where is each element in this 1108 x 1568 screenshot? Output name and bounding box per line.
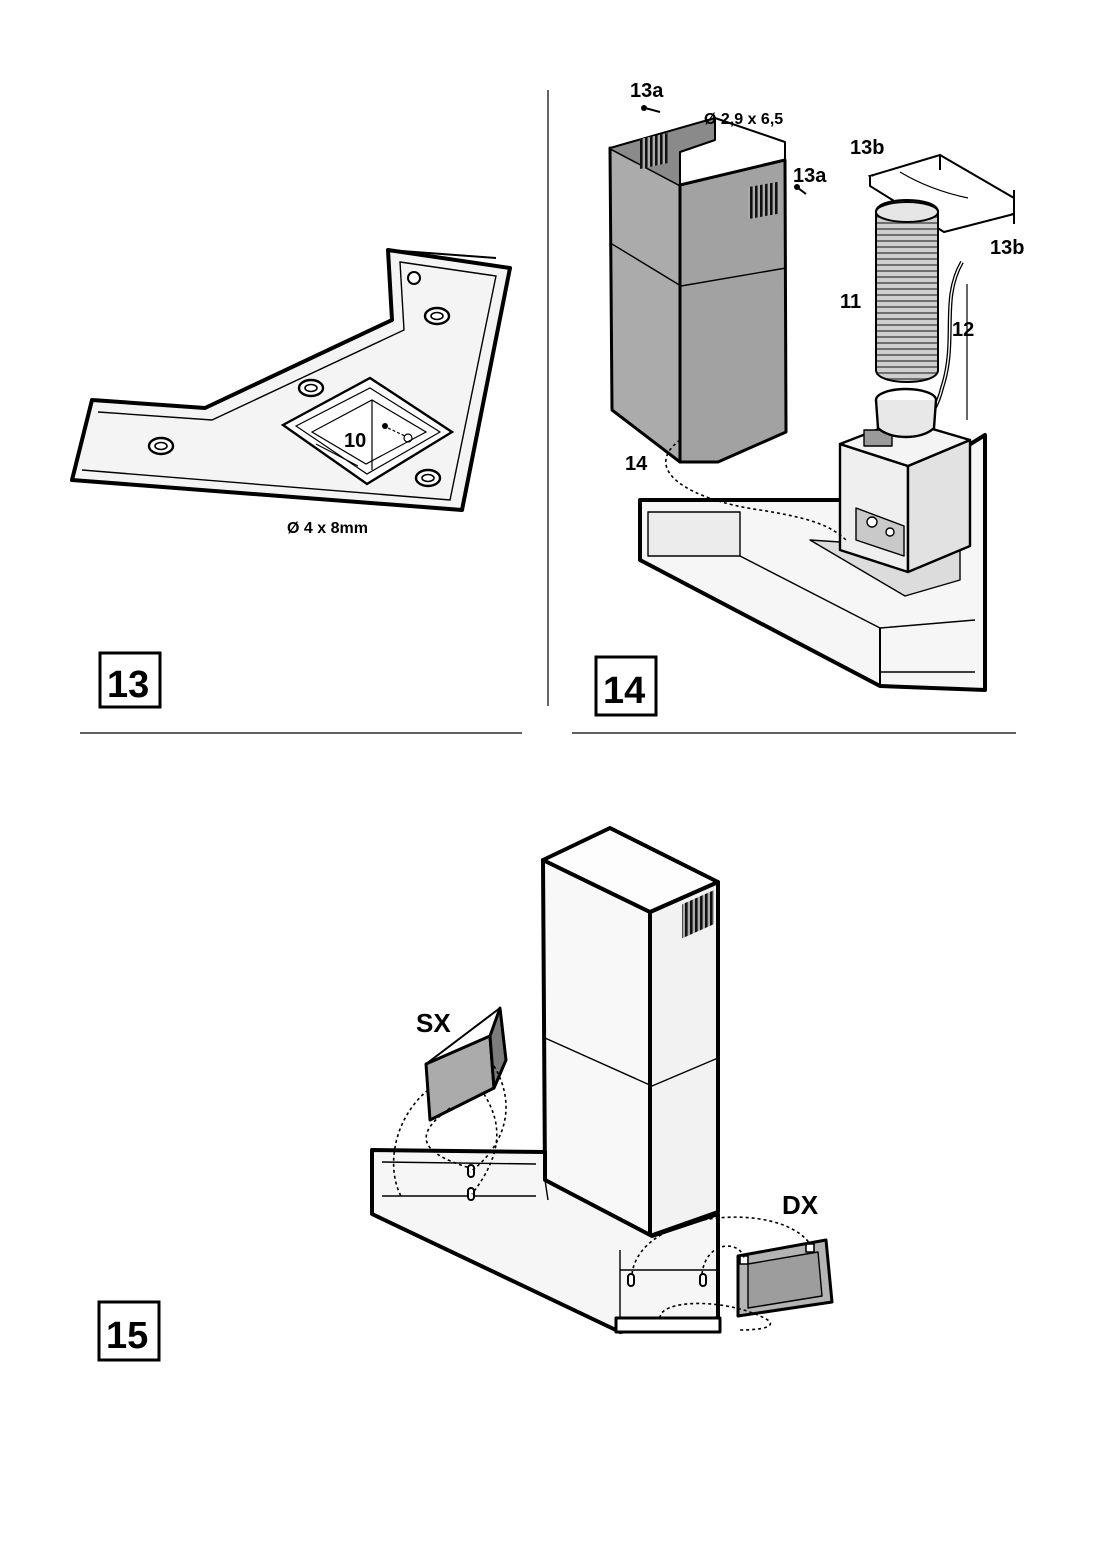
figure-number-13: 13: [107, 664, 149, 706]
hole-top: [408, 272, 420, 284]
chimney-assembled: [543, 828, 718, 1236]
label-14: 14: [625, 453, 648, 475]
vent-grille-right: [748, 181, 780, 219]
label-12: 12: [952, 319, 974, 341]
figure-14: 13a Ø 2,9 x 6,5 13a 13b 13b 11 12: [596, 80, 1024, 715]
corner-hood-base-plate: [72, 250, 510, 510]
label-dx: DX: [782, 1190, 819, 1220]
label-13b-right: 13b: [990, 237, 1024, 259]
label-13a-top: 13a: [630, 80, 664, 102]
label-sx: SX: [416, 1008, 451, 1038]
label-13b-top: 13b: [850, 137, 884, 159]
screw-spec-13: Ø 4 x 8mm: [287, 520, 368, 537]
chimney-left-face: [610, 148, 680, 462]
label-11: 11: [840, 291, 861, 313]
motor-unit: [840, 420, 970, 572]
figure-15: SX DX 15: [99, 828, 832, 1360]
figure-number-14: 14: [603, 670, 645, 712]
vent-grille-left: [640, 133, 668, 169]
figure-13: 10 Ø 4 x 8mm 13: [72, 250, 510, 707]
motor-collar: [876, 389, 936, 437]
flexible-duct-11: [876, 200, 938, 382]
chimney-cover: [610, 118, 786, 462]
callout-10: 10: [344, 430, 366, 452]
label-13a-right: 13a: [793, 165, 827, 187]
figure-number-15: 15: [106, 1315, 148, 1357]
screw-spec-14: Ø 2,9 x 6,5: [704, 111, 783, 128]
filter-dx: [738, 1240, 832, 1316]
screw-13a-top: [641, 105, 660, 112]
